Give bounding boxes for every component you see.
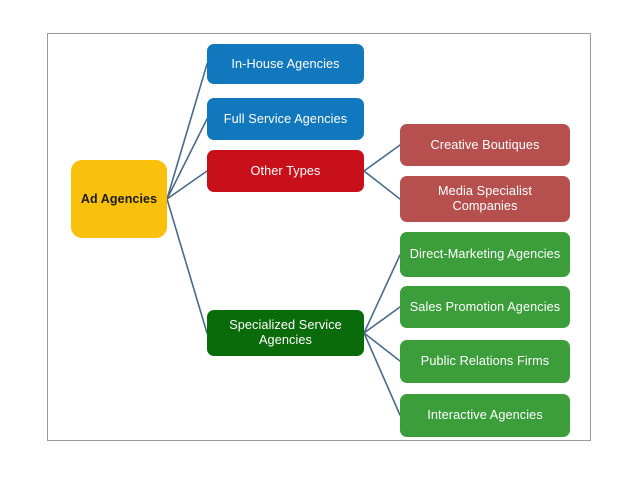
node-label: Other Types [250,163,321,178]
node-label: Creative Boutiques [430,137,540,152]
node-label: Public Relations Firms [420,354,550,369]
node-specialized-service-agencies[interactable]: Specialized Service Agencies [207,310,364,356]
node-label: Specialized Service Agencies [229,318,342,347]
node-sales-promotion-agencies[interactable]: Sales Promotion Agencies [400,286,570,328]
node-public-relations-firms[interactable]: Public Relations Firms [400,340,570,383]
node-label: In-House Agencies [231,56,340,71]
node-label: Full Service Agencies [223,111,348,126]
node-direct-marketing-agencies[interactable]: Direct-Marketing Agencies [400,232,570,277]
node-in-house-agencies[interactable]: In-House Agencies [207,44,364,84]
node-label: Interactive Agencies [427,408,543,423]
node-interactive-agencies[interactable]: Interactive Agencies [400,394,570,437]
node-label: Media Specialist Companies [438,184,532,213]
node-ad-agencies[interactable]: Ad Agencies [71,160,167,238]
node-other-types[interactable]: Other Types [207,150,364,192]
node-creative-boutiques[interactable]: Creative Boutiques [400,124,570,166]
node-media-specialist-companies[interactable]: Media Specialist Companies [400,176,570,222]
node-label: Direct-Marketing Agencies [409,247,561,262]
node-full-service-agencies[interactable]: Full Service Agencies [207,98,364,140]
node-label: Ad Agencies [80,191,158,206]
node-label: Sales Promotion Agencies [409,299,561,314]
